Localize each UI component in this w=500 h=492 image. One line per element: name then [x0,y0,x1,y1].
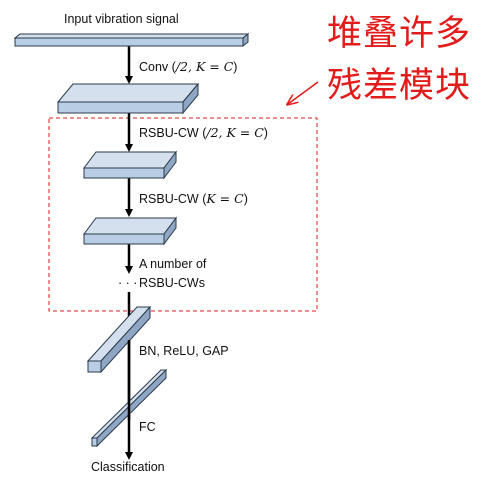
fc-label: FC [139,420,156,434]
many-rsbu-label-line1: A number of [139,257,207,271]
bn-relu-gap-label: BN, ReLU, GAP [139,344,229,358]
rsbu-block-1 [83,150,177,180]
annotation-arrow [288,81,319,104]
input-label: Input vibration signal [64,12,179,26]
rsbu-block-2 [83,216,177,246]
annotation-line2: 残差模块 [327,66,472,106]
many-rsbu-dots: · · · [118,276,138,290]
bn-relu-gap-block [86,305,152,374]
conv-block [56,82,200,115]
rsbu1-label: RSBU-CW (/2, K = C) [139,125,268,140]
classification-label: Classification [91,460,165,474]
input-signal-bar [13,32,250,48]
annotation-line1: 堆叠许多 [327,14,472,54]
rsbu2-label: RSBU-CW (K = C) [139,191,248,206]
stacked-block-dashed-box [48,117,318,312]
many-rsbu-label-line2: RSBU-CWs [139,276,205,290]
conv-label: Conv (/2, K = C) [139,59,238,74]
